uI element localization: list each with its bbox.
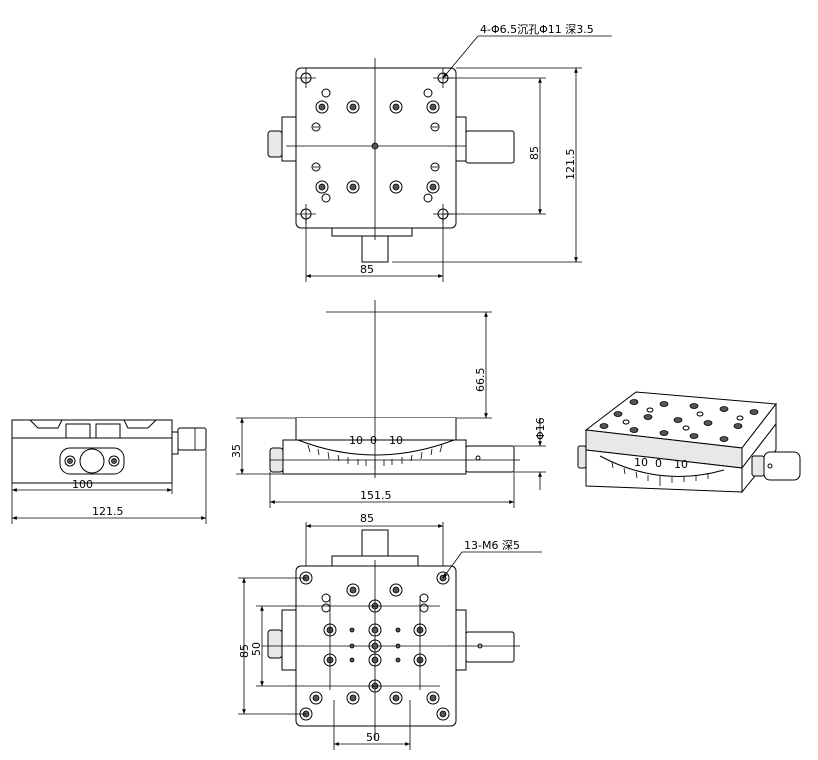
bottom-view: 85 — [238, 512, 542, 750]
iso-scale-center: 0 — [655, 457, 662, 470]
front-dim-151-5: 151.5 — [360, 489, 392, 502]
top-view: 4-Φ6.5沉孔Φ11 深3.5 85 121.5 85 — [267, 23, 612, 282]
iso-scale-right: 10 — [674, 458, 688, 471]
bottom-top-knob — [361, 529, 389, 557]
iso-top-holes — [599, 399, 759, 442]
top-dim-85-horizontal: 85 — [360, 263, 374, 276]
side-top-carriage — [11, 419, 173, 439]
top-left-knob — [267, 130, 283, 158]
top-dim-121-5-vertical: 121.5 — [564, 149, 577, 181]
front-right-micrometer — [465, 445, 515, 473]
bottom-callout-text: 13-M6 深5 — [464, 539, 520, 552]
iso-view: 10 0 10 — [577, 391, 801, 494]
top-callout-text: 4-Φ6.5沉孔Φ11 深3.5 — [480, 23, 594, 36]
bottom-dim-85-top: 85 — [360, 512, 374, 525]
top-dim-85-vertical: 85 — [528, 146, 541, 160]
iso-scale-ticks — [611, 461, 709, 486]
side-dim-121-5: 121.5 — [92, 505, 124, 518]
side-knob — [177, 427, 207, 451]
front-dim-phi16: Φ16 — [534, 417, 547, 440]
iso-scale-left: 10 — [634, 456, 648, 469]
side-view: 100 121.5 — [11, 419, 207, 524]
front-scale-arc — [297, 439, 455, 456]
side-dim-100: 100 — [72, 478, 93, 491]
iso-right-micrometer — [763, 451, 801, 481]
front-scale-left: 10 — [349, 434, 363, 447]
top-bottom-knob — [361, 235, 389, 263]
front-scale-center: 0 — [370, 434, 377, 447]
iso-scale-arc — [599, 455, 725, 477]
bottom-right-micrometer — [465, 631, 515, 663]
bottom-left-knob — [267, 629, 283, 659]
top-screw-heads — [311, 88, 440, 203]
bottom-dim-50-horizontal: 50 — [366, 731, 380, 744]
front-view: 10 0 10 66.5 35 Φ16 151.5 — [230, 300, 547, 508]
bottom-dim-85-vertical: 85 — [238, 644, 251, 658]
bottom-dim-50-vertical: 50 — [250, 642, 263, 656]
front-dim-35: 35 — [230, 444, 243, 458]
bottom-screw-heads — [309, 583, 440, 705]
top-bottom-bar — [331, 227, 413, 237]
top-left-block — [281, 116, 297, 162]
front-scale-right: 10 — [389, 434, 403, 447]
iso-left-knob — [577, 445, 587, 469]
top-right-micrometer — [465, 130, 515, 164]
front-dim-66-5: 66.5 — [474, 368, 487, 393]
top-center-point — [371, 142, 379, 150]
top-right-block — [455, 116, 467, 162]
